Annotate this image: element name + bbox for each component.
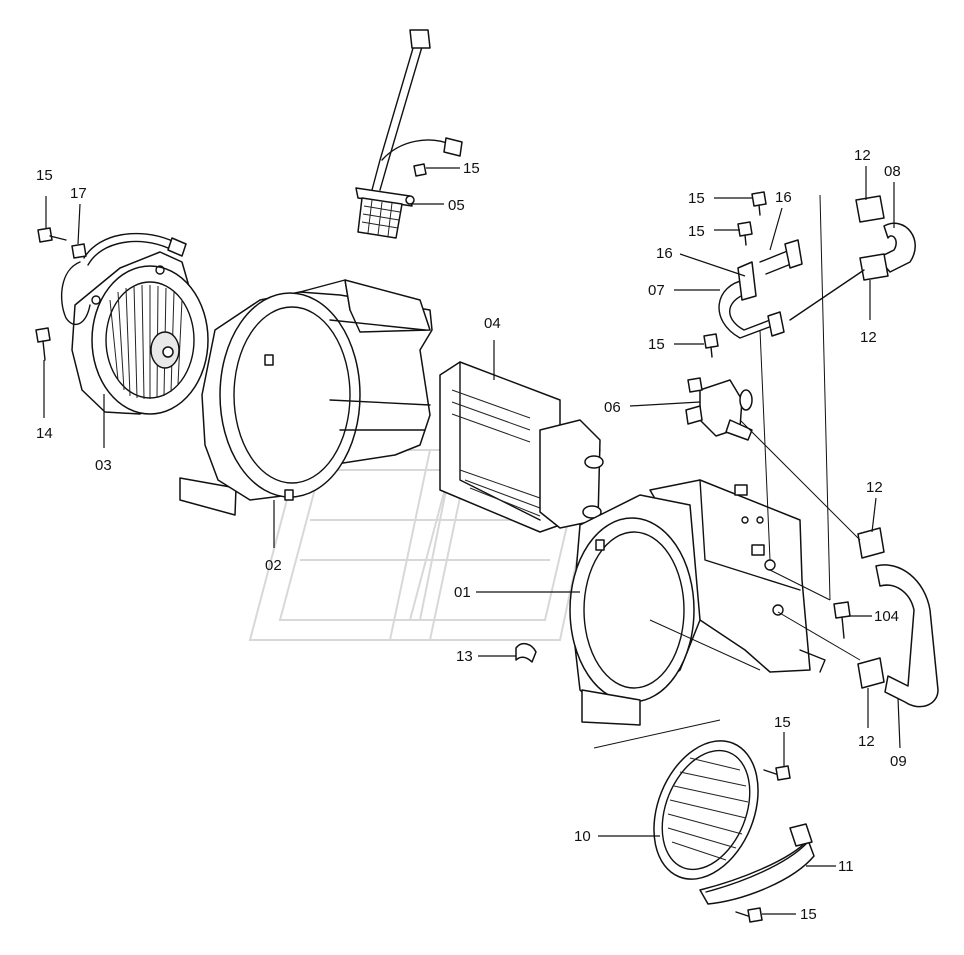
leader-lines (43, 166, 901, 915)
callout-09: 09 (890, 753, 907, 770)
callout-12: 12 (858, 733, 875, 750)
callout-11: 11 (838, 858, 854, 875)
callout-14: 14 (36, 425, 53, 442)
screw-part-15-upper-a (751, 191, 767, 216)
bolt-part-104 (833, 601, 851, 639)
callout-15: 15 (36, 167, 53, 184)
filter-mesh (361, 199, 401, 237)
callout-12: 12 (854, 147, 871, 164)
pipe-part-07 (718, 239, 803, 339)
callout-04: 04 (484, 315, 501, 332)
callout-15: 15 (800, 906, 817, 923)
blower-motor-part-03 (60, 232, 209, 415)
callout-01: 01 (454, 584, 471, 601)
callout-15: 15 (774, 714, 791, 731)
grille-cover-part-10 (653, 740, 759, 880)
fan-blades (109, 284, 183, 400)
callout-15: 15 (463, 160, 480, 177)
callout-05: 05 (448, 197, 465, 214)
callout-02: 02 (265, 557, 282, 574)
heater-core-part-04 (439, 361, 604, 533)
screw-part-15-mid (703, 333, 719, 358)
callout-12: 12 (860, 329, 877, 346)
callout-15: 15 (688, 190, 705, 207)
hose-part-09 (857, 527, 939, 708)
screw-part-15-lower-a (763, 765, 791, 781)
callout-16: 16 (656, 245, 673, 262)
filter-sensor-part-05 (355, 29, 463, 239)
callout-labels: 15 17 14 03 02 15 05 04 15 15 16 16 07 1… (36, 147, 907, 923)
callout-10: 10 (574, 828, 591, 845)
callout-03: 03 (95, 457, 112, 474)
grille-slots (667, 757, 749, 861)
screw-part-15-upper-b (737, 221, 753, 246)
bottom-cover-part-11 (699, 823, 815, 905)
core-fins (451, 389, 541, 517)
callout-08: 08 (884, 163, 901, 180)
callout-15: 15 (688, 223, 705, 240)
blower-housing-part-02 (179, 279, 433, 516)
heater-case-part-01 (569, 479, 826, 726)
water-valve-part-06 (685, 377, 753, 441)
callout-17: 17 (70, 185, 87, 202)
callout-07: 07 (648, 282, 665, 299)
callout-12: 12 (866, 479, 883, 496)
callout-16: 16 (775, 189, 792, 206)
assembly-lines (593, 194, 861, 749)
callout-13: 13 (456, 648, 473, 665)
callout-104: 104 (874, 608, 899, 625)
clamp-part-17 (71, 243, 87, 259)
clip-part-13 (515, 642, 537, 663)
hose-part-08 (789, 195, 916, 321)
screw-part-15-lower-b (735, 907, 763, 923)
screw-part-15-left (37, 227, 67, 243)
callout-15: 15 (648, 336, 665, 353)
screw-part-14 (35, 327, 51, 361)
callout-06: 06 (604, 399, 621, 416)
